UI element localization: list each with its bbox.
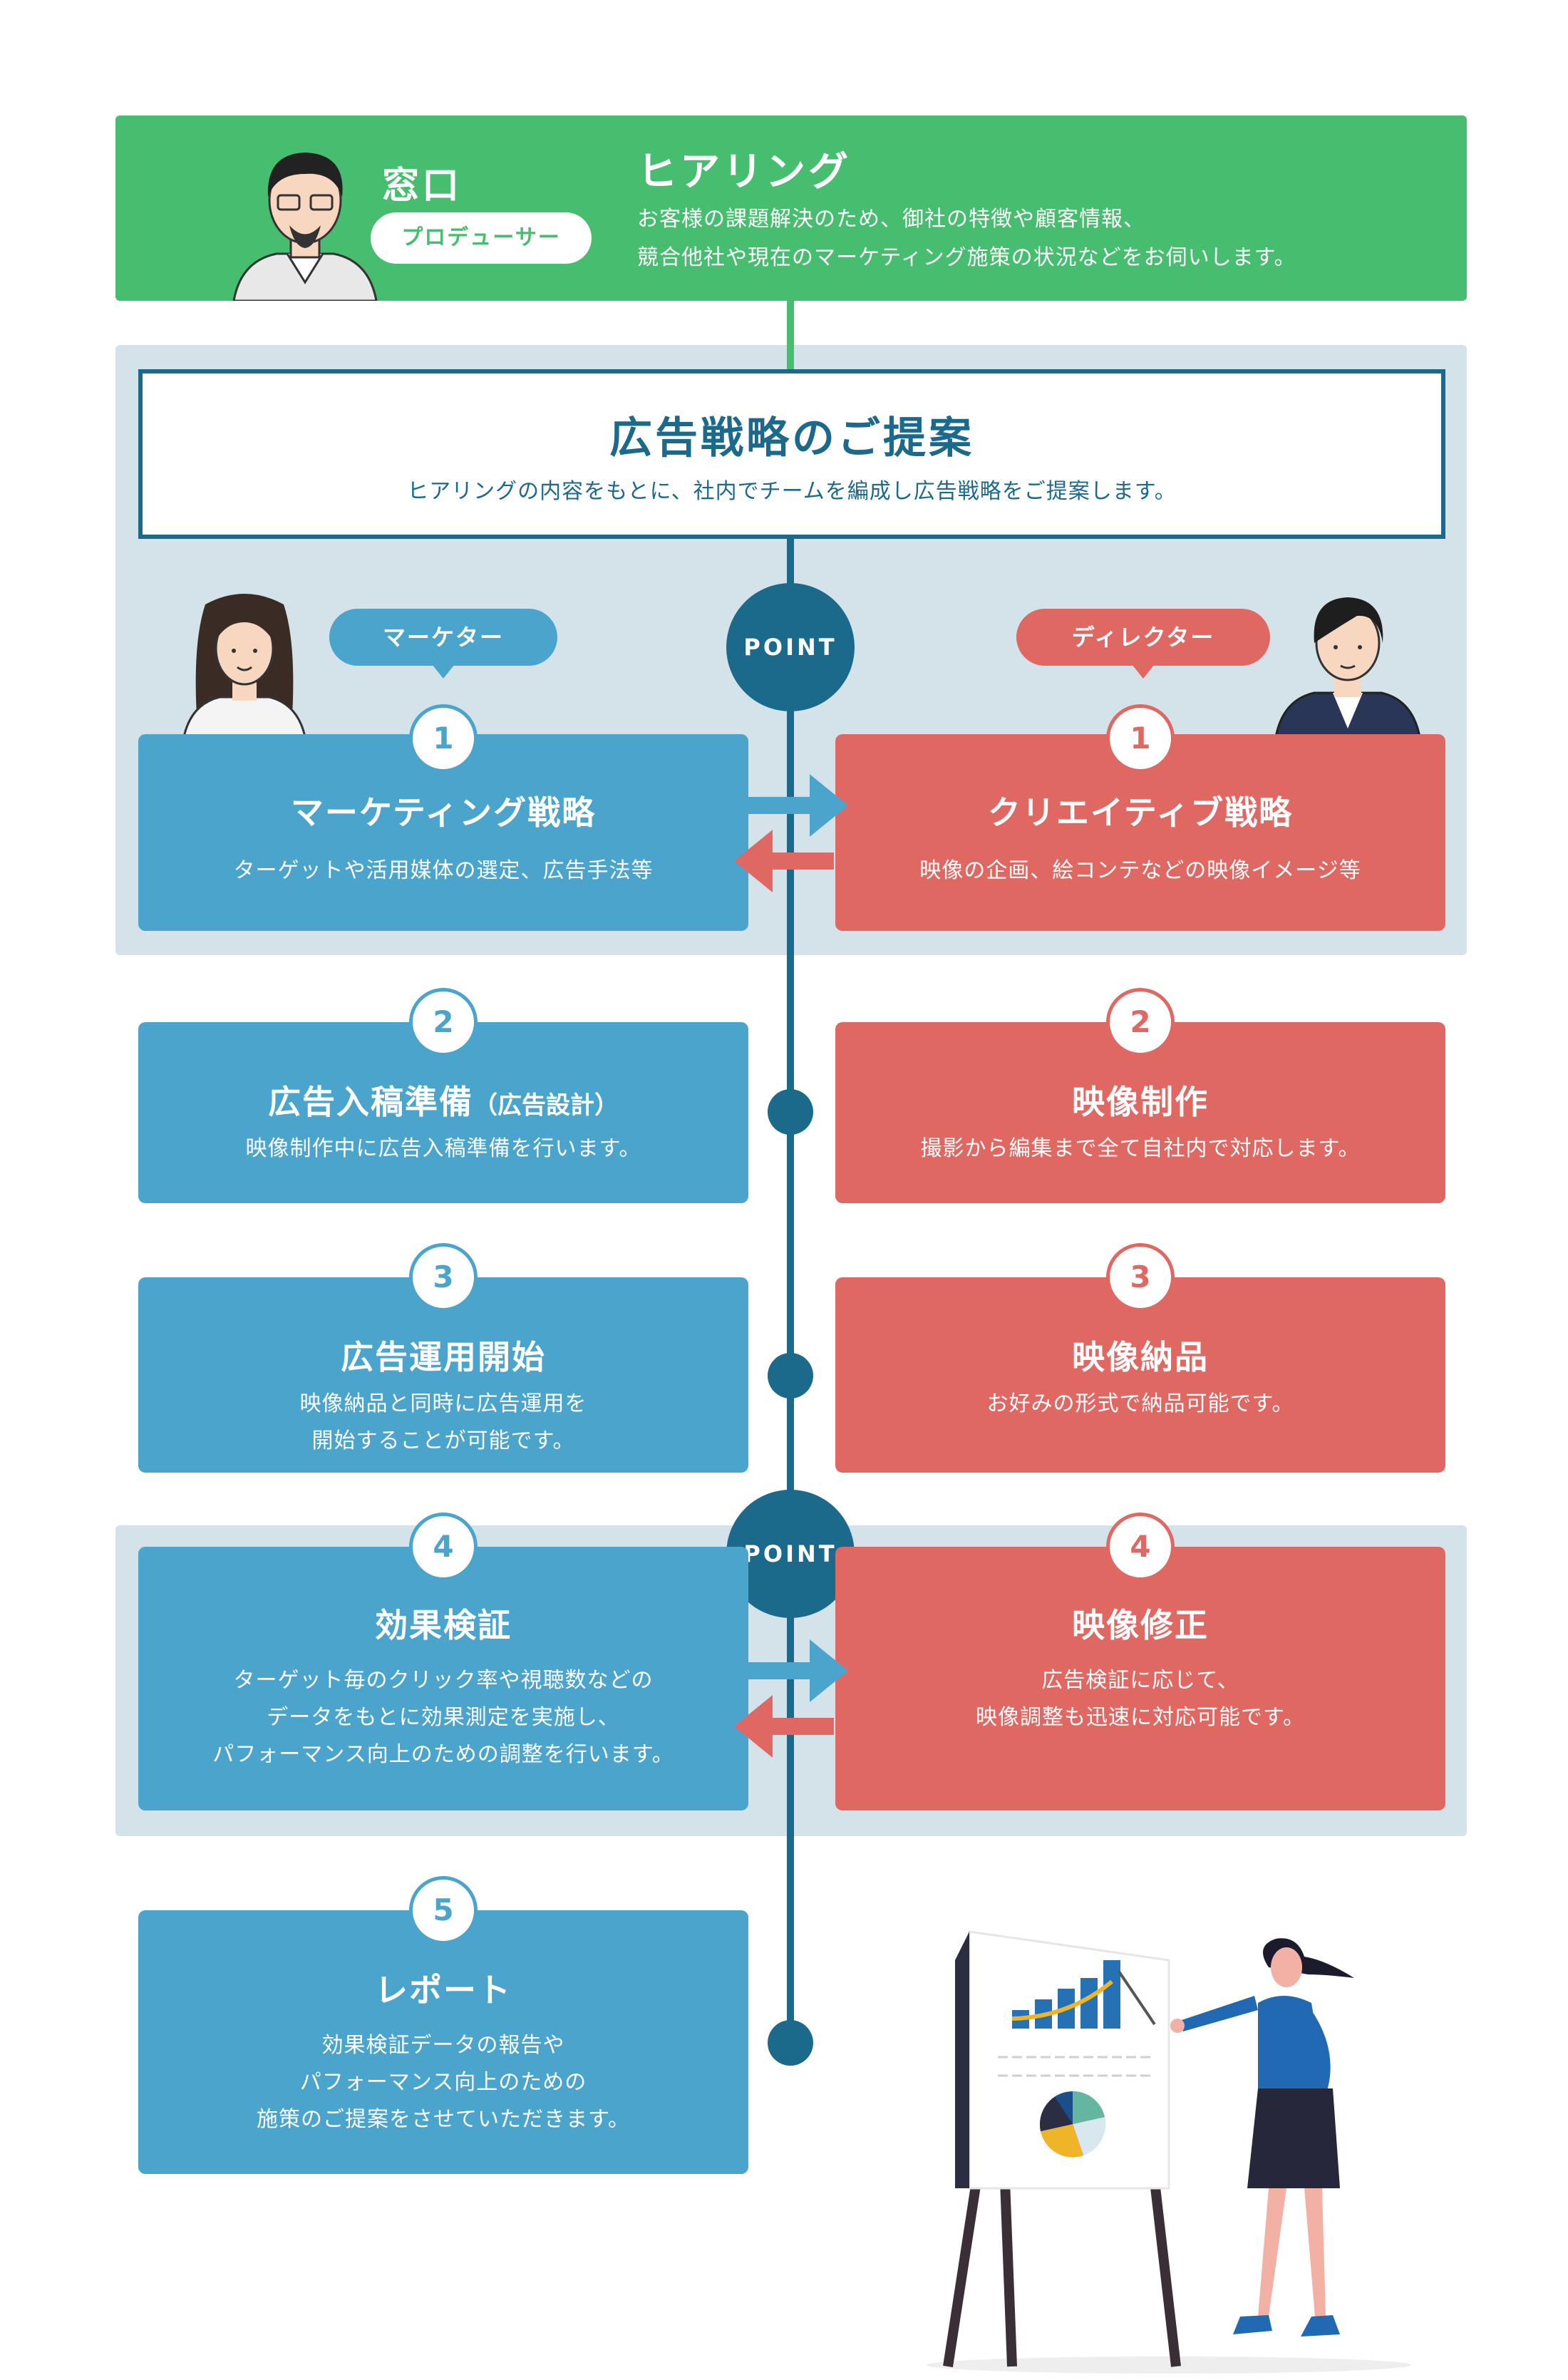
- hearing-desc-line1: お客様の課題解決のため、御社の特徴や顧客情報、: [637, 207, 1145, 232]
- hearing-desc-line2: 競合他社や現在のマーケティング施策の状況などをお伺いします。: [637, 245, 1296, 270]
- timeline-dot-3: [768, 1353, 813, 1398]
- timeline-line-top: [787, 301, 794, 372]
- step4-left-number: 4: [409, 1513, 478, 1581]
- step4-right-desc-line1: 広告検証に応じて、: [1041, 1668, 1239, 1693]
- marketer-badge: マーケター: [329, 609, 557, 679]
- step5-title: レポート: [375, 1971, 512, 2009]
- role-badge: プロデューサー: [371, 212, 592, 264]
- director-badge: ディレクター: [1016, 609, 1270, 679]
- step3-left-number: 3: [409, 1243, 478, 1312]
- proposal-box: [138, 369, 1445, 539]
- step2-right-number: 2: [1106, 988, 1175, 1056]
- step5-desc-line2: パフォーマンス向上のための: [299, 2070, 587, 2095]
- step2-left-desc: 映像制作中に広告入稿準備を行います。: [245, 1136, 641, 1161]
- step1-right-number: 1: [1106, 704, 1175, 773]
- step4-right-number: 4: [1106, 1513, 1175, 1581]
- step2-left-title-note: （広告設計）: [473, 1091, 619, 1120]
- step5-number: 5: [409, 1876, 478, 1944]
- step4-left-desc-line2: データをもとに効果測定を実施し、: [267, 1705, 620, 1730]
- step1-left-number: 1: [409, 704, 478, 773]
- producer-avatar: [232, 153, 378, 301]
- point-badge-1: POINT: [726, 583, 855, 711]
- proposal-desc: ヒアリングの内容をもとに、社内でチームを編成し広告戦略をご提案します。: [407, 479, 1177, 504]
- step3-left-title: 広告運用開始: [341, 1338, 546, 1376]
- step4-right-desc-line2: 映像調整も迅速に対応可能です。: [976, 1705, 1305, 1730]
- exchange-arrows-2: [734, 1639, 848, 1758]
- step4-left-desc-line3: パフォーマンス向上のための調整を行います。: [212, 1742, 674, 1767]
- step4-revision-card: [835, 1547, 1445, 1810]
- step4-verification-card: [138, 1547, 748, 1810]
- step3-right-desc: お好みの形式で納品可能です。: [986, 1391, 1294, 1416]
- timeline-dot-2: [768, 1089, 813, 1135]
- step1-left-desc: ターゲットや活用媒体の選定、広告手法等: [233, 858, 654, 883]
- hearing-title: ヒアリング: [637, 149, 851, 195]
- step2-right-title: 映像制作: [1072, 1083, 1209, 1121]
- presenter-illustration: [927, 1930, 1411, 2374]
- step3-right-title: 映像納品: [1072, 1338, 1209, 1376]
- step4-left-title: 効果検証: [375, 1606, 512, 1644]
- step1-left-title: マーケティング戦略: [290, 793, 597, 832]
- marketer-avatar: [182, 594, 306, 737]
- proposal-title: 広告戦略のご提案: [609, 413, 974, 463]
- step5-desc-line1: 効果検証データの報告や: [321, 2033, 565, 2058]
- step5-desc-line3: 施策のご提案をさせていただきます。: [257, 2107, 630, 2132]
- step2-left-number: 2: [409, 988, 478, 1056]
- step3-left-desc-line1: 映像納品と同時に広告運用を: [299, 1391, 587, 1416]
- step1-right-desc: 映像の企画、絵コンテなどの映像イメージ等: [919, 858, 1361, 883]
- step2-left-title-wrap: 広告入稿準備（広告設計）: [138, 1076, 748, 1123]
- step4-left-desc-line1: ターゲット毎のクリック率や視聴数などの: [233, 1668, 654, 1693]
- director-avatar: [1274, 597, 1421, 737]
- timeline-dot-5: [768, 2020, 813, 2066]
- step5-report-card: [138, 1910, 748, 2174]
- step3-right-number: 3: [1106, 1243, 1175, 1312]
- step3-left-desc-line2: 開始することが可能です。: [311, 1428, 575, 1453]
- exchange-arrows-1: [734, 774, 848, 892]
- step2-right-desc: 撮影から編集まで全て自社内で対応します。: [920, 1136, 1361, 1161]
- step4-right-title: 映像修正: [1072, 1606, 1209, 1644]
- step1-right-title: クリエイティブ戦略: [987, 793, 1294, 832]
- step2-left-title: 広告入稿準備: [268, 1083, 473, 1121]
- role-title: 窓口: [382, 165, 463, 207]
- timeline-line: [787, 539, 794, 2047]
